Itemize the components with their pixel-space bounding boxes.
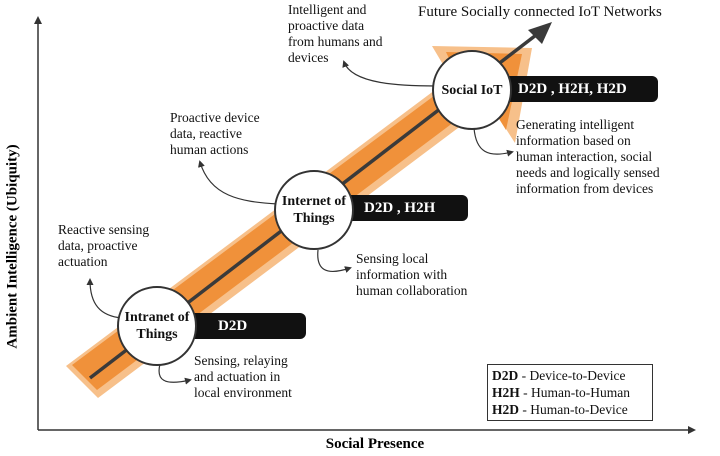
- note-line: human collaboration: [356, 283, 468, 298]
- legend-desc: - Human-to-Device: [519, 402, 628, 417]
- node-internet-of-things: Internet of Things: [274, 170, 354, 250]
- connector-social-upper: [342, 60, 437, 87]
- note-line: and actuation in: [194, 369, 281, 384]
- connector-intranet-lower: [158, 363, 192, 385]
- note-line: actuation: [58, 254, 108, 269]
- connector-iot-upper: [198, 160, 279, 205]
- note-line: from humans and: [288, 34, 383, 49]
- note-line: Reactive sensing: [58, 222, 150, 237]
- note-line: proactive data: [288, 18, 365, 33]
- node-social-line1: Social IoT: [441, 82, 503, 98]
- note-line: information from devices: [516, 181, 654, 196]
- note-line: human interaction, social: [516, 149, 653, 164]
- note-line: data, reactive: [170, 126, 242, 141]
- note-line: Proactive device: [170, 110, 260, 125]
- y-axis-label: Ambient Intelligence (Ubiquity): [4, 144, 21, 349]
- tag-internet: D2D , H2H: [334, 195, 468, 221]
- legend-box: D2D - Device-to-Device H2H - Human-to-Hu…: [487, 364, 653, 421]
- note-social-upper: Intelligent and proactive data from huma…: [288, 2, 382, 66]
- node-social-iot: Social IoT: [432, 50, 512, 130]
- connector-social-lower: [473, 127, 514, 157]
- note-line: local environment: [194, 385, 292, 400]
- connector-intranet-upper: [86, 278, 123, 319]
- connector-iot-lower: [317, 249, 352, 273]
- node-intranet-of-things: Intranet of Things: [117, 286, 197, 366]
- note-line: data, proactive: [58, 238, 138, 253]
- note-line: Generating intelligent: [516, 117, 635, 132]
- legend-desc: - Human-to-Human: [519, 385, 630, 400]
- note-social-lower: Generating intelligent information based…: [516, 117, 660, 197]
- note-line: information based on: [516, 133, 631, 148]
- note-intranet-lower: Sensing, relaying and actuation in local…: [194, 353, 292, 401]
- tag-social-iot: D2D , H2H, H2D: [488, 76, 658, 102]
- legend-code: H2D: [492, 402, 519, 417]
- legend-desc: - Device-to-Device: [518, 368, 626, 383]
- note-line: Sensing local: [356, 251, 429, 266]
- legend-item: H2D - Human-to-Device: [492, 401, 648, 418]
- legend-item: D2D - Device-to-Device: [492, 367, 648, 384]
- note-line: needs and logically sensed: [516, 165, 660, 180]
- note-line: Intelligent and: [288, 2, 367, 17]
- note-line: Sensing, relaying: [194, 353, 288, 368]
- note-line: information with: [356, 267, 448, 282]
- legend-item: H2H - Human-to-Human: [492, 384, 648, 401]
- note-internet-lower: Sensing local information with human col…: [356, 251, 467, 299]
- note-internet-upper: Proactive device data, reactive human ac…: [170, 110, 260, 158]
- note-line: human actions: [170, 142, 249, 157]
- trend-arrow-head: [528, 22, 552, 44]
- x-axis-label: Social Presence: [325, 436, 425, 452]
- legend-code: D2D: [492, 368, 519, 383]
- node-intranet-line2: Things: [136, 327, 178, 342]
- note-line: devices: [288, 50, 329, 65]
- node-internet-line1: Internet of: [281, 194, 347, 209]
- arrow-title: Future Socially connected IoT Networks: [418, 4, 662, 20]
- legend-code: H2H: [492, 385, 520, 400]
- note-intranet-upper: Reactive sensing data, proactive actuati…: [58, 222, 149, 270]
- node-internet-line2: Things: [293, 211, 335, 226]
- tag-intranet: D2D: [188, 313, 306, 339]
- node-intranet-line1: Intranet of: [124, 310, 190, 325]
